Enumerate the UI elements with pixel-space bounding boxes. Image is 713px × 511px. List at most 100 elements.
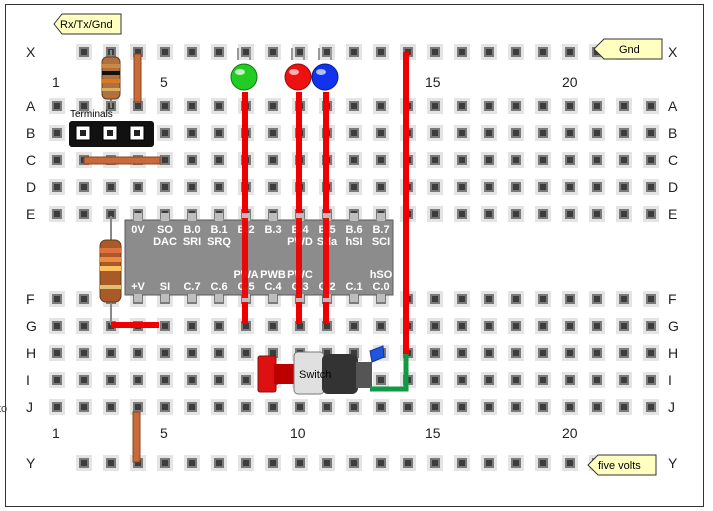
breadboard-hole[interactable]: [454, 206, 470, 222]
breadboard-hole[interactable]: [157, 152, 173, 168]
breadboard-hole[interactable]: [184, 125, 200, 141]
breadboard-hole[interactable]: [589, 399, 605, 415]
breadboard-hole[interactable]: [535, 206, 551, 222]
breadboard-hole[interactable]: [589, 98, 605, 114]
breadboard-hole[interactable]: [211, 455, 227, 471]
breadboard-hole[interactable]: [211, 125, 227, 141]
microcontroller-chip[interactable]: 0VSODACB.0SRIB.1SRQB.2B.3B.4PWDB.5SdaB.6…: [124, 213, 394, 302]
breadboard-hole[interactable]: [427, 318, 443, 334]
breadboard-hole[interactable]: [562, 125, 578, 141]
breadboard-hole[interactable]: [184, 44, 200, 60]
red-led[interactable]: [284, 48, 312, 91]
breadboard-hole[interactable]: [76, 345, 92, 361]
breadboard-hole[interactable]: [427, 44, 443, 60]
breadboard-hole[interactable]: [184, 152, 200, 168]
breadboard-hole[interactable]: [184, 179, 200, 195]
breadboard-hole[interactable]: [508, 125, 524, 141]
breadboard-hole[interactable]: [535, 44, 551, 60]
breadboard-hole[interactable]: [616, 345, 632, 361]
breadboard-hole[interactable]: [157, 372, 173, 388]
breadboard-hole[interactable]: [454, 318, 470, 334]
breadboard-hole[interactable]: [481, 179, 497, 195]
breadboard-hole[interactable]: [454, 372, 470, 388]
breadboard-hole[interactable]: [157, 179, 173, 195]
red-wire-right[interactable]: [403, 52, 409, 354]
breadboard-hole[interactable]: [508, 152, 524, 168]
blue-led[interactable]: [311, 48, 339, 91]
breadboard-hole[interactable]: [508, 291, 524, 307]
green-wire[interactable]: [370, 354, 409, 392]
breadboard-hole[interactable]: [508, 318, 524, 334]
breadboard-hole[interactable]: [184, 455, 200, 471]
breadboard-hole[interactable]: [643, 318, 659, 334]
breadboard-hole[interactable]: [589, 152, 605, 168]
breadboard-hole[interactable]: [373, 152, 389, 168]
breadboard-hole[interactable]: [562, 179, 578, 195]
breadboard-hole[interactable]: [427, 345, 443, 361]
breadboard-hole[interactable]: [346, 98, 362, 114]
breadboard-hole[interactable]: [616, 318, 632, 334]
blue-connector[interactable]: [369, 345, 385, 363]
breadboard-hole[interactable]: [49, 206, 65, 222]
breadboard-hole[interactable]: [589, 206, 605, 222]
breadboard-hole[interactable]: [319, 455, 335, 471]
breadboard-hole[interactable]: [373, 44, 389, 60]
breadboard-hole[interactable]: [481, 318, 497, 334]
breadboard-hole[interactable]: [265, 44, 281, 60]
breadboard-hole[interactable]: [211, 98, 227, 114]
breadboard-hole[interactable]: [319, 399, 335, 415]
breadboard-hole[interactable]: [616, 125, 632, 141]
breadboard-hole[interactable]: [589, 125, 605, 141]
breadboard-hole[interactable]: [562, 44, 578, 60]
breadboard-hole[interactable]: [265, 125, 281, 141]
breadboard-hole[interactable]: [49, 318, 65, 334]
breadboard-hole[interactable]: [427, 372, 443, 388]
breadboard-hole[interactable]: [238, 345, 254, 361]
breadboard-hole[interactable]: [103, 455, 119, 471]
breadboard-hole[interactable]: [643, 372, 659, 388]
breadboard-hole[interactable]: [616, 372, 632, 388]
breadboard-hole[interactable]: [400, 399, 416, 415]
terminal-block[interactable]: Terminals: [69, 109, 154, 147]
breadboard-hole[interactable]: [157, 44, 173, 60]
breadboard-hole[interactable]: [427, 98, 443, 114]
breadboard-hole[interactable]: [346, 125, 362, 141]
breadboard-hole[interactable]: [562, 291, 578, 307]
breadboard-hole[interactable]: [49, 125, 65, 141]
breadboard-hole[interactable]: [508, 44, 524, 60]
brown-link-top[interactable]: [133, 53, 142, 103]
breadboard-hole[interactable]: [130, 179, 146, 195]
breadboard-hole[interactable]: [211, 372, 227, 388]
breadboard-hole[interactable]: [49, 291, 65, 307]
breadboard-hole[interactable]: [49, 345, 65, 361]
breadboard-hole[interactable]: [238, 399, 254, 415]
breadboard-hole[interactable]: [535, 291, 551, 307]
breadboard-hole[interactable]: [481, 291, 497, 307]
breadboard-hole[interactable]: [211, 399, 227, 415]
breadboard-hole[interactable]: [535, 372, 551, 388]
breadboard-hole[interactable]: [481, 372, 497, 388]
breadboard-hole[interactable]: [508, 206, 524, 222]
breadboard-hole[interactable]: [184, 372, 200, 388]
breadboard-hole[interactable]: [562, 345, 578, 361]
breadboard-hole[interactable]: [373, 179, 389, 195]
breadboard-hole[interactable]: [373, 399, 389, 415]
breadboard-hole[interactable]: [535, 98, 551, 114]
breadboard-hole[interactable]: [535, 318, 551, 334]
breadboard-hole[interactable]: [103, 399, 119, 415]
breadboard-hole[interactable]: [481, 345, 497, 361]
breadboard-hole[interactable]: [49, 399, 65, 415]
breadboard-hole[interactable]: [481, 399, 497, 415]
breadboard-hole[interactable]: [643, 345, 659, 361]
breadboard-hole[interactable]: [535, 152, 551, 168]
breadboard-hole[interactable]: [157, 399, 173, 415]
brown-link-bottom[interactable]: [132, 411, 141, 463]
breadboard-hole[interactable]: [346, 179, 362, 195]
breadboard-hole[interactable]: [157, 98, 173, 114]
breadboard-hole[interactable]: [184, 345, 200, 361]
breadboard-hole[interactable]: [454, 152, 470, 168]
breadboard-hole[interactable]: [643, 206, 659, 222]
breadboard-hole[interactable]: [130, 372, 146, 388]
breadboard-hole[interactable]: [454, 98, 470, 114]
breadboard-hole[interactable]: [319, 44, 335, 60]
